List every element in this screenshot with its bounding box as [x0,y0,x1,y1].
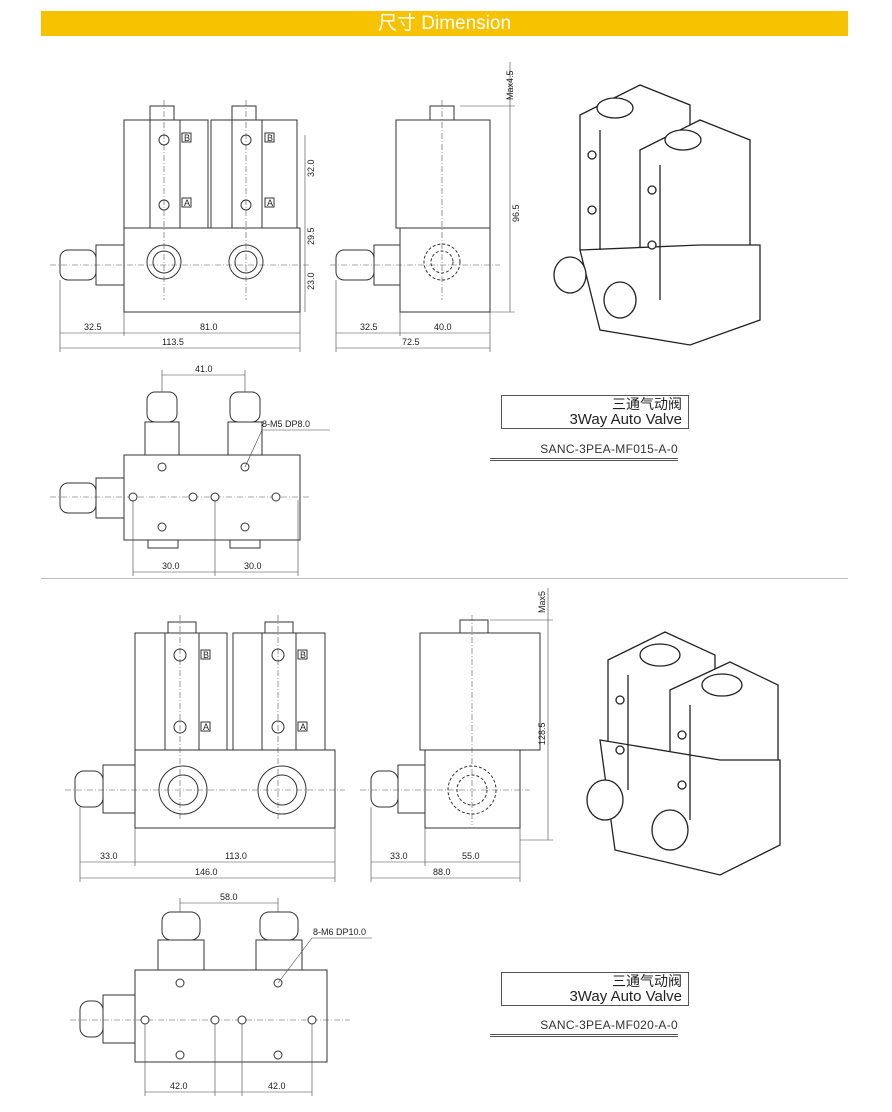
svg-text:Max4.5: Max4.5 [505,70,515,100]
svg-text:41.0: 41.0 [195,364,213,374]
svg-text:29.5: 29.5 [306,227,316,245]
svg-text:8-M6 DP10.0: 8-M6 DP10.0 [313,927,366,937]
svg-text:113.0: 113.0 [225,851,247,861]
model1-name-en: 3Way Auto Valve [569,411,682,428]
model2-bottom-view: 58.0 8-M6 DP10.0 42.0 42.0 [70,892,372,1096]
svg-text:30.0: 30.0 [244,561,262,571]
model2-side-view: Max5 128.5 33.0 55.0 88.0 [360,588,553,882]
svg-text:128.5: 128.5 [537,722,547,745]
model1-name-box: 三通气动阀 3Way Auto Valve [501,395,689,429]
svg-text:96.5: 96.5 [511,204,521,222]
svg-text:A: A [184,198,190,208]
svg-text:30.0: 30.0 [162,561,180,571]
svg-text:B: B [300,650,306,660]
svg-text:42.0: 42.0 [170,1081,188,1091]
model1-front-view: B A B A 32.0 29.5 23.0 32.5 81.0 113.5 [50,100,316,352]
section-divider [41,578,848,579]
svg-text:55.0: 55.0 [462,851,480,861]
model2-front-view: B A B A 33.0 113.0 146.0 [65,615,345,882]
model1-part-number: SANC-3PEA-MF015-A-0 [490,442,678,461]
svg-text:33.0: 33.0 [390,851,408,861]
svg-text:Max5: Max5 [537,591,547,613]
section-header: 尺寸 Dimension [41,11,848,36]
svg-text:A: A [300,722,306,732]
svg-text:23.0: 23.0 [306,272,316,290]
svg-text:B: B [267,133,273,143]
model1-3d-render [553,84,761,346]
model2-name-box: 三通气动阀 3Way Auto Valve [501,972,689,1006]
svg-text:42.0: 42.0 [268,1081,286,1091]
svg-text:32.5: 32.5 [84,322,102,332]
svg-text:B: B [203,650,209,660]
model2-name-en: 3Way Auto Valve [569,988,682,1005]
svg-text:113.5: 113.5 [162,337,184,347]
model1-side-view: Max4.5 96.5 32.5 40.0 72.5 [330,62,521,352]
svg-text:A: A [267,198,273,208]
svg-text:88.0: 88.0 [433,867,451,877]
svg-text:8-M5 DP8.0: 8-M5 DP8.0 [262,419,310,429]
svg-text:B: B [184,133,190,143]
svg-text:58.0: 58.0 [220,892,238,902]
model2-3d-render [586,631,781,876]
model2-part-number: SANC-3PEA-MF020-A-0 [490,1018,678,1037]
svg-text:146.0: 146.0 [195,867,218,877]
svg-text:A: A [203,722,209,732]
svg-text:40.0: 40.0 [434,322,452,332]
model1-name-cn: 三通气动阀 [612,396,682,412]
model2-name-cn: 三通气动阀 [612,973,682,989]
svg-text:32.0: 32.0 [306,159,316,177]
model1-bottom-view: 41.0 8-M5 DP8.0 30.0 30.0 [50,364,330,576]
svg-text:33.0: 33.0 [100,851,118,861]
svg-text:81.0: 81.0 [200,322,218,332]
svg-text:32.5: 32.5 [360,322,378,332]
svg-text:72.5: 72.5 [402,337,420,347]
